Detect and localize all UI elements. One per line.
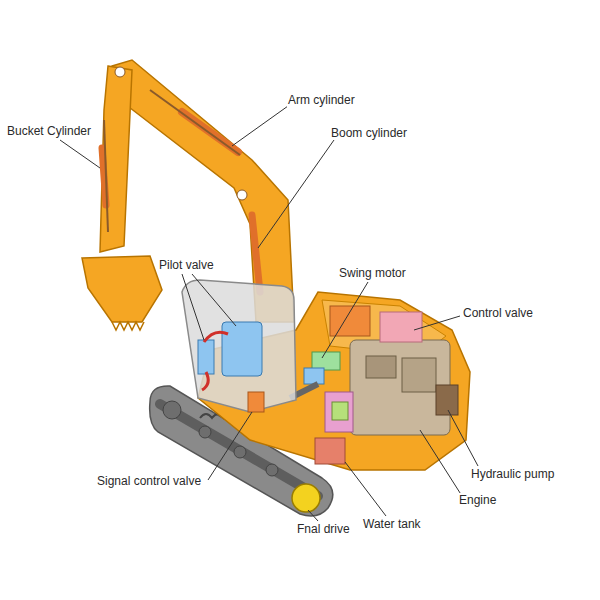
leader-line <box>308 510 318 521</box>
leader-line <box>258 140 334 248</box>
callout-label: Hydraulic pump <box>470 467 555 481</box>
final-drive <box>292 484 320 512</box>
pilot-valve <box>198 340 214 374</box>
swing-motor <box>312 352 340 370</box>
leader-line <box>60 140 100 168</box>
pin <box>237 190 247 200</box>
leader-line <box>420 430 462 496</box>
callout-label: Arm cylinder <box>287 93 356 107</box>
leader-line <box>208 412 252 480</box>
engine <box>350 340 450 435</box>
water-tank <box>325 392 353 432</box>
leader-line <box>322 282 368 358</box>
callout-label: Engine <box>458 493 497 507</box>
leader-line <box>448 410 478 466</box>
callout-label: Pilot valve <box>158 258 215 272</box>
engine-part <box>402 358 436 392</box>
leader-line <box>232 106 288 146</box>
roller <box>199 426 211 438</box>
callout-label: Water tank <box>362 517 422 531</box>
boom-cylinder <box>252 215 260 292</box>
bucket-teeth <box>112 322 144 330</box>
callout-label: Boom cylinder <box>330 126 408 140</box>
leader-line <box>345 462 386 516</box>
roller <box>266 464 278 476</box>
pilot-hose <box>202 372 208 390</box>
swing-motor <box>304 368 324 384</box>
seat <box>222 322 262 376</box>
control-valve <box>380 312 422 342</box>
radiator <box>315 438 345 464</box>
callout-label: Bucket Cylinder <box>6 124 92 138</box>
hydraulic-pump <box>436 385 458 415</box>
leader-line <box>414 316 460 330</box>
pilot-hose <box>204 332 228 342</box>
callout-label: Control valve <box>462 306 534 320</box>
callout-label: Fnal drive <box>296 522 351 536</box>
pin <box>115 67 125 77</box>
roller <box>234 446 246 458</box>
arm <box>100 66 132 252</box>
leader-lines <box>60 106 478 521</box>
bucket-cylinder-rod <box>104 120 108 232</box>
cab <box>182 280 296 412</box>
leader-line <box>192 274 236 326</box>
callout-label: Swing motor <box>338 266 407 280</box>
engine-part <box>366 356 396 378</box>
signal-control-valve <box>248 392 264 412</box>
part <box>332 402 348 420</box>
callout-label: Signal control valve <box>96 474 202 488</box>
tank <box>330 306 370 336</box>
idler <box>163 401 181 419</box>
bucket <box>82 256 162 322</box>
arm-cylinder-rod <box>150 90 240 155</box>
